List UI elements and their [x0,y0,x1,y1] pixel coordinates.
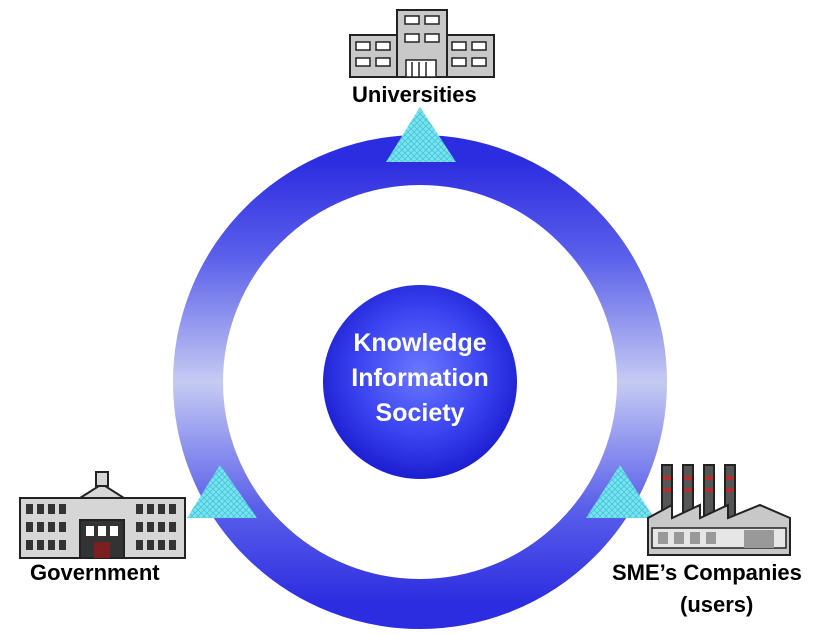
node-marker-right [586,465,654,518]
government-building-icon [19,471,186,559]
node-label-users: (users) [680,592,754,617]
node-marker-top [386,107,456,162]
node-marker-left [187,465,257,518]
center-title-line1: Knowledge [353,329,487,357]
center-title-line3: Society [375,399,465,427]
node-label-universities: Universities [352,82,477,107]
node-label-government: Government [30,560,160,585]
factory-icon [647,464,791,556]
center-circle [323,285,517,479]
center-title-line2: Information [351,364,489,392]
center-title: Knowledge Information Society [320,326,520,431]
university-building-icon [349,9,495,78]
node-label-sme-companies: SME’s Companies [612,560,802,585]
